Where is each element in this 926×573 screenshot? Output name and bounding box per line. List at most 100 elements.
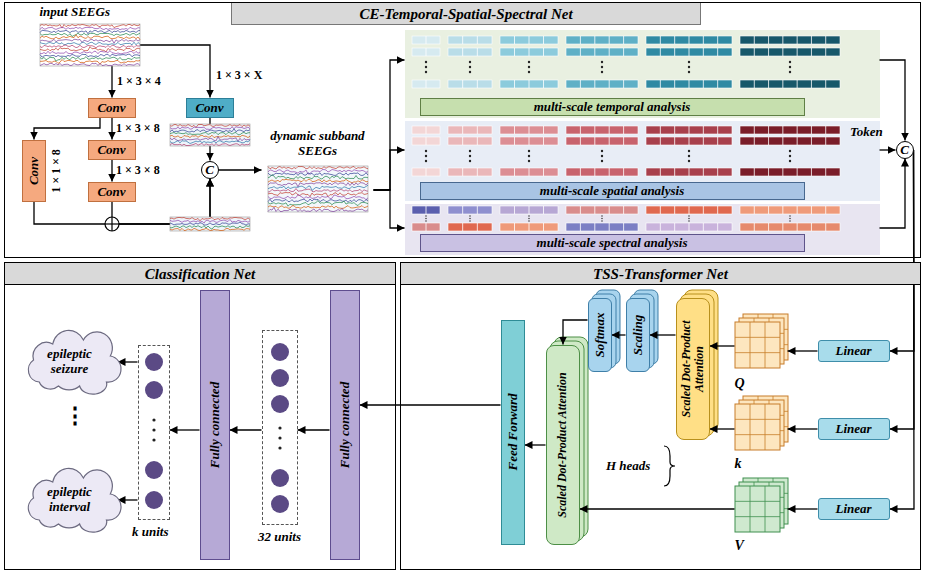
cell-divider xyxy=(717,223,718,231)
node-text: k xyxy=(735,456,742,472)
connector-arrow xyxy=(360,404,501,405)
connector-arrow xyxy=(298,429,330,430)
cell-divider xyxy=(426,223,427,231)
cell-divider xyxy=(514,126,515,134)
cell-divider xyxy=(543,126,544,134)
cell-divider xyxy=(543,168,544,176)
cell-divider xyxy=(825,223,826,231)
connector-arrow xyxy=(788,508,818,509)
process-box: Conv xyxy=(88,182,136,202)
strip-cell xyxy=(566,137,638,145)
cell-divider xyxy=(674,36,675,44)
ellipsis-dot xyxy=(528,61,530,63)
strip-cell xyxy=(500,168,558,176)
ellipsis-dot xyxy=(601,160,603,162)
band-background xyxy=(405,30,880,118)
matrix-layer xyxy=(735,322,780,368)
connector-arrow xyxy=(374,150,405,190)
cell-divider xyxy=(609,137,610,145)
node-text: Classification Net xyxy=(5,263,395,285)
process-box: Conv xyxy=(88,140,136,160)
layer-box: Fully connected xyxy=(200,290,230,560)
cell-divider xyxy=(811,126,812,134)
node-text: input SEEGs xyxy=(40,4,140,19)
analysis-band: multi-scale temporal analysis xyxy=(405,30,880,118)
ellipsis-dot xyxy=(601,66,603,68)
cell-divider xyxy=(754,168,755,176)
strip-cell xyxy=(412,36,440,44)
cell-divider xyxy=(811,137,812,145)
cell-divider xyxy=(426,137,427,145)
cell-divider xyxy=(797,137,798,145)
cell-divider xyxy=(514,137,515,145)
concat-circle: C xyxy=(201,161,219,179)
strip-cell xyxy=(646,168,732,176)
cell-divider xyxy=(529,48,530,56)
strip-cell xyxy=(448,48,492,56)
dimension-label: 1 × 3 × 8 xyxy=(116,121,160,135)
connector-arrow xyxy=(880,60,906,141)
cell-divider xyxy=(717,126,718,134)
node-text: multi-scale temporal analysis xyxy=(420,98,805,116)
ellipsis-dot xyxy=(425,66,427,68)
cell-divider xyxy=(660,168,661,176)
cell-divider xyxy=(782,223,783,231)
seeg-trace xyxy=(268,175,368,179)
node-text: Conv xyxy=(195,101,223,114)
cell-divider xyxy=(811,36,812,44)
cell-divider xyxy=(660,126,661,134)
cell-divider xyxy=(825,36,826,44)
seeg-trace xyxy=(170,129,250,132)
cell-divider xyxy=(717,36,718,44)
cell-divider xyxy=(426,80,427,88)
seeg-trace xyxy=(170,132,250,134)
cell-divider xyxy=(594,206,595,214)
cell-divider xyxy=(580,206,581,214)
cell-divider xyxy=(797,80,798,88)
cell-divider xyxy=(754,80,755,88)
ellipsis-dot xyxy=(688,66,690,68)
node-text: 32 units xyxy=(258,529,301,544)
node-text: epileptic seizure xyxy=(36,347,104,376)
cell-divider xyxy=(782,206,783,214)
cell-divider xyxy=(660,137,661,145)
strip-cell xyxy=(412,126,440,134)
cell-divider xyxy=(529,137,530,145)
cell-divider xyxy=(797,168,798,176)
node-text: Scaled Dot-Product Attention xyxy=(556,349,569,541)
node-text: Conv xyxy=(97,101,125,114)
neuron-unit xyxy=(271,343,289,361)
ellipsis-dot xyxy=(469,150,471,152)
cell-divider xyxy=(674,48,675,56)
cell-divider xyxy=(529,126,530,134)
ellipsis-dot xyxy=(152,438,155,441)
cell-divider xyxy=(609,223,610,231)
connector-arrow xyxy=(34,118,100,140)
cell-divider xyxy=(782,48,783,56)
band-background xyxy=(405,204,880,255)
image-node: dynamic subband SEEGs xyxy=(262,128,374,214)
ellipsis-dot xyxy=(601,61,603,63)
cell-divider xyxy=(768,36,769,44)
strip-cell xyxy=(500,137,558,145)
node-text: C xyxy=(900,143,909,156)
node-text: TSS-Transformer Net xyxy=(401,263,920,285)
cell-divider xyxy=(609,126,610,134)
cell-divider xyxy=(529,206,530,214)
cell-divider xyxy=(529,168,530,176)
cell-divider xyxy=(514,48,515,56)
strip-cell xyxy=(566,48,638,56)
connector-arrow xyxy=(612,334,626,335)
cell-divider xyxy=(825,137,826,145)
ellipsis-dot xyxy=(469,215,470,216)
node-text: epileptic interval xyxy=(36,485,104,514)
seeg-frame xyxy=(170,124,250,146)
cell-divider xyxy=(689,80,690,88)
ellipsis-dot xyxy=(528,155,530,157)
node-text: Conv xyxy=(97,143,125,156)
ellipsis-dot xyxy=(152,418,155,421)
cell-divider xyxy=(768,223,769,231)
cell-divider xyxy=(514,168,515,176)
seeg-frame xyxy=(268,166,368,212)
ellipsis-dot xyxy=(425,150,427,152)
